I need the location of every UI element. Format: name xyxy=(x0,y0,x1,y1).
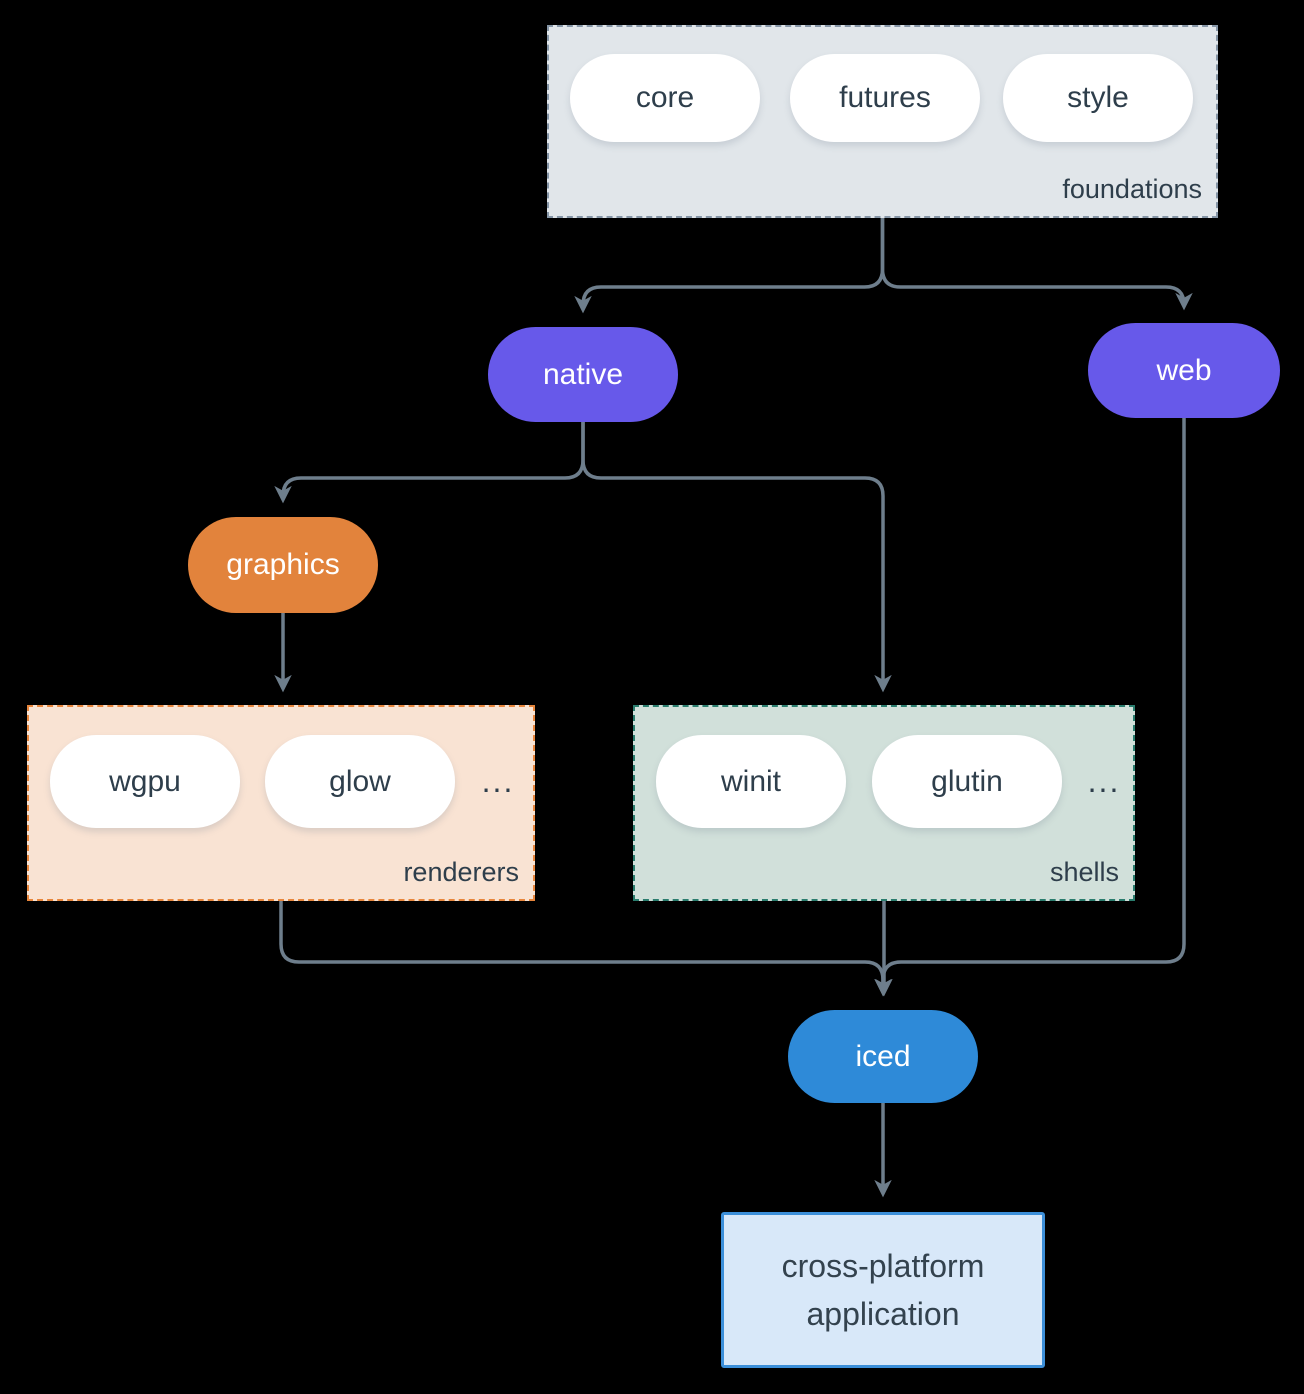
application-label-line1: cross-platform xyxy=(781,1248,985,1284)
node-glutin: glutin xyxy=(872,735,1062,828)
foundations-group-label: foundations xyxy=(1062,174,1202,204)
node-winit: winit xyxy=(656,735,846,828)
edge-foundations-web xyxy=(880,218,1193,311)
edge-native-shells xyxy=(581,422,892,693)
shells-group-label: shells xyxy=(1049,857,1119,887)
edge-native-graphics xyxy=(274,422,585,504)
node-core: core xyxy=(570,54,760,142)
renderers-group-label: renderers xyxy=(403,857,519,887)
node-graphics: graphics xyxy=(188,517,378,613)
shells-ellipsis: ... xyxy=(1087,763,1121,799)
node-futures: futures xyxy=(790,54,980,142)
node-style: style xyxy=(1003,54,1193,142)
node-cross-platform-application: cross-platform application xyxy=(721,1212,1045,1368)
application-label-line2: application xyxy=(806,1296,960,1332)
node-wgpu: wgpu xyxy=(50,735,240,828)
edge-foundations-native xyxy=(574,218,885,314)
node-iced: iced xyxy=(788,1010,978,1103)
node-web: web xyxy=(1088,323,1280,418)
edge-renderers-iced xyxy=(279,901,892,997)
node-native: native xyxy=(488,327,678,422)
node-glow: glow xyxy=(265,735,455,828)
renderers-ellipsis: ... xyxy=(481,763,515,799)
